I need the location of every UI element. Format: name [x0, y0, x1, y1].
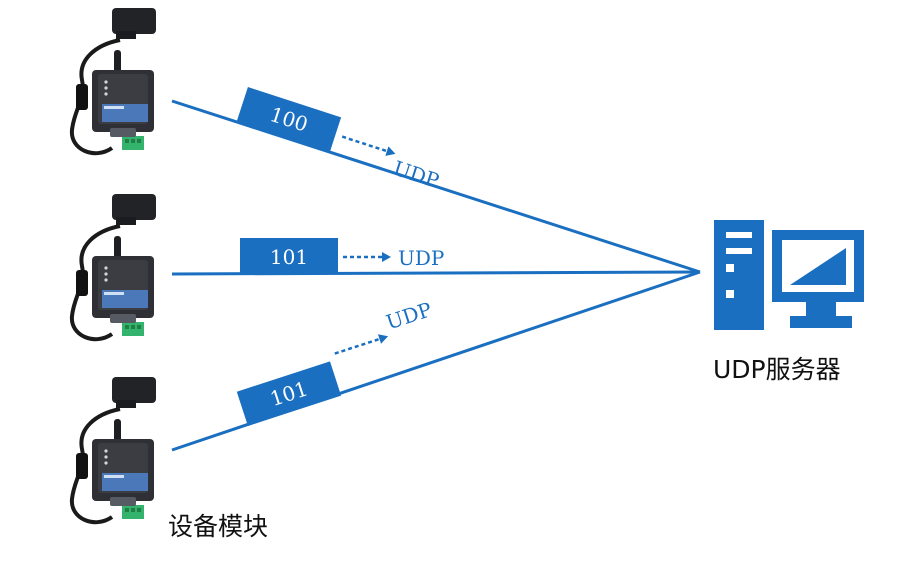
arrow-head-icon: [377, 334, 389, 344]
gateway-device-icon: [69, 375, 158, 525]
gateway-device-icon: [69, 6, 158, 156]
protocol-label: UDP: [398, 246, 444, 270]
dotted-arrow: [341, 135, 388, 153]
server-computer-icon: [714, 220, 864, 330]
protocol-label: UDP: [391, 156, 443, 193]
arrow-head-icon: [385, 146, 396, 156]
packet-label: 101: [270, 245, 308, 269]
dotted-arrow: [334, 337, 380, 355]
server-label: UDP服务器: [713, 355, 841, 384]
arrow-head-icon: [382, 252, 391, 262]
protocol-label: UDP: [383, 297, 435, 334]
gateway-device-icon: [69, 192, 158, 342]
connection-line: [171, 99, 701, 274]
device-label: 设备模块: [168, 512, 268, 541]
packet-box: [236, 361, 342, 426]
packet-box: [236, 87, 342, 152]
packet-box: [240, 238, 338, 274]
